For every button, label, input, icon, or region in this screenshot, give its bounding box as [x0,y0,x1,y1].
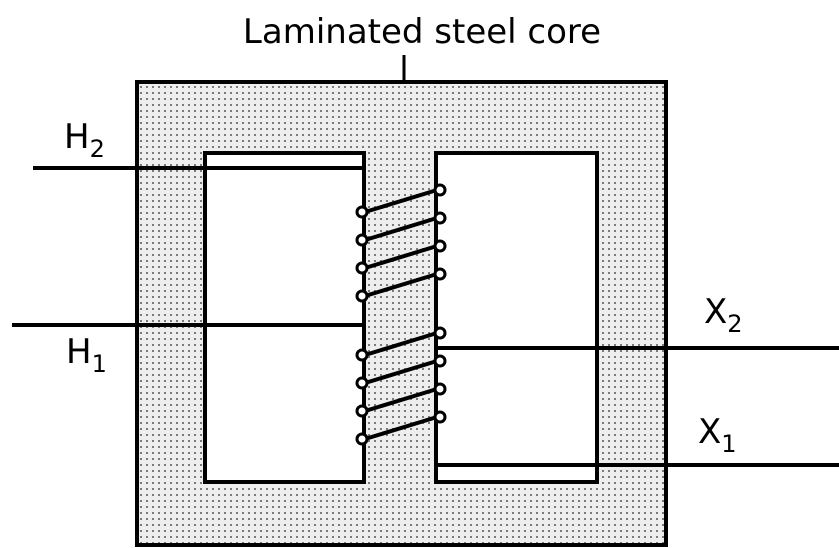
coil-turn-5-right-end [433,326,447,340]
terminal-h1-subscript: 1 [92,350,107,378]
coil-turn-3-left-end [355,261,369,275]
coil-turn-4 [364,272,438,298]
coil-turn-8-left-end [355,432,369,446]
coil-turn-2-right-end [433,211,447,225]
coil-turn-8-right-end [433,410,447,424]
terminal-label-h1: H1 [66,332,107,378]
coil-turn-4-left-end [355,289,369,303]
coil-turn-1-left-end [355,205,369,219]
terminal-label-x2: X2 [704,292,743,338]
laminated-steel-core [135,80,668,547]
coil-turn-8 [364,415,438,441]
coil-turn-7-left-end [355,404,369,418]
terminal-label-x1: X1 [698,412,737,458]
coil-turn-3-right-end [433,239,447,253]
terminal-h2-letter: H [64,117,90,157]
coil-turn-4-right-end [433,267,447,281]
winding-coil [355,183,447,446]
coil-turn-6-right-end [433,354,447,368]
terminal-x2-subscript: 2 [727,310,742,338]
terminal-h1-letter: H [66,332,92,372]
coil-turn-1 [364,188,438,214]
coil-turn-1-right-end [433,183,447,197]
coil-turn-7 [364,387,438,413]
coil-turn-6 [364,359,438,385]
terminal-label-h2: H2 [64,117,105,163]
core-label: Laminated steel core [243,12,601,52]
terminal-x1-subscript: 1 [721,430,736,458]
coil-turn-5 [364,331,438,357]
terminal-h2-subscript: 2 [90,135,105,163]
terminal-x2-letter: X [704,292,727,332]
terminal-x1-letter: X [698,412,721,452]
coil-turn-6-left-end [355,376,369,390]
coil-turn-2-left-end [355,233,369,247]
coil-turn-3 [364,244,438,270]
coil-turn-2 [364,216,438,242]
coil-turn-7-right-end [433,382,447,396]
coil-turn-5-left-end [355,348,369,362]
